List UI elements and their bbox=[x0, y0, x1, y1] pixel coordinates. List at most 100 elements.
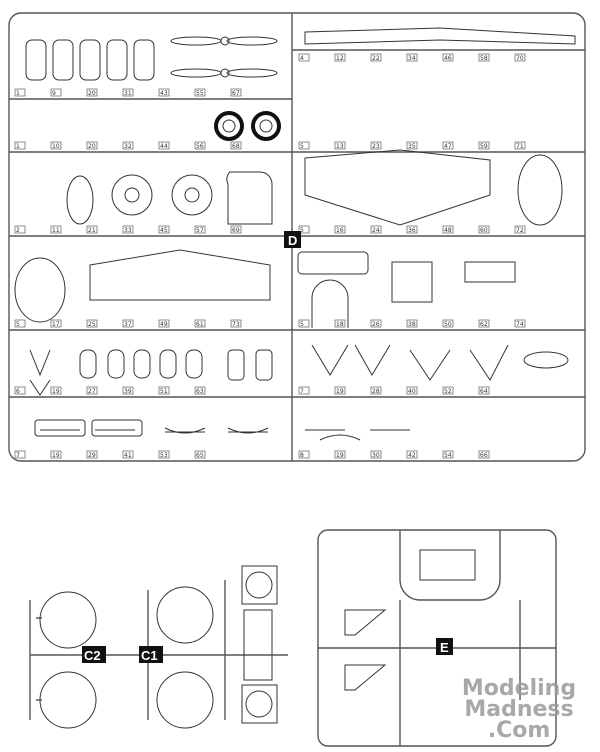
part-number: 17 bbox=[52, 321, 60, 328]
part-number: 42 bbox=[408, 452, 416, 459]
part-number: 44 bbox=[160, 143, 168, 150]
sprue-d-frame bbox=[8, 12, 586, 462]
part-number: 71 bbox=[516, 143, 524, 150]
part-number: 37 bbox=[124, 321, 132, 328]
part-number-box bbox=[334, 450, 346, 459]
part-number: 57 bbox=[196, 227, 204, 234]
part-number-box bbox=[122, 386, 134, 395]
part-number: 47 bbox=[444, 143, 452, 150]
part-number: 41 bbox=[124, 452, 132, 459]
part-number-box bbox=[86, 386, 98, 395]
part-number-box bbox=[334, 53, 346, 62]
part-number-box bbox=[334, 319, 346, 328]
part-number: 20 bbox=[88, 143, 96, 150]
part-number-box bbox=[370, 225, 382, 234]
part-number: 5 bbox=[300, 321, 304, 328]
engine-parts bbox=[111, 174, 213, 216]
part-number: 2 bbox=[16, 227, 20, 234]
part-number-box bbox=[478, 386, 490, 395]
part-number: 26 bbox=[372, 321, 380, 328]
part-number: 12 bbox=[336, 55, 344, 62]
watermark-logo: Modeling Madness .Com bbox=[444, 676, 594, 742]
part-number-box bbox=[194, 386, 206, 395]
part-number-box bbox=[122, 141, 134, 150]
part-number-box bbox=[14, 88, 26, 97]
part-number: 29 bbox=[88, 452, 96, 459]
part-number-box bbox=[370, 141, 382, 150]
svg-text:D: D bbox=[288, 233, 297, 248]
part-number-box bbox=[50, 88, 62, 97]
part-number-box bbox=[14, 386, 26, 395]
part-number-box bbox=[298, 141, 310, 150]
part-number-box bbox=[298, 53, 310, 62]
part-number: 62 bbox=[480, 321, 488, 328]
part-number-box bbox=[230, 225, 242, 234]
sprue-c2-tag: C2 bbox=[82, 646, 106, 663]
part-number-box bbox=[50, 319, 62, 328]
sprue-d-tag: D bbox=[284, 231, 301, 248]
part-number-box bbox=[478, 225, 490, 234]
part-number-box bbox=[86, 88, 98, 97]
part-number-box bbox=[442, 319, 454, 328]
part-number: 13 bbox=[336, 143, 344, 150]
part-number-box bbox=[50, 141, 62, 150]
part-number: 49 bbox=[160, 321, 168, 328]
part-number-box bbox=[14, 141, 26, 150]
part-number-box bbox=[406, 141, 418, 150]
part-number-box bbox=[194, 141, 206, 150]
part-number: 36 bbox=[408, 227, 416, 234]
part-number-box bbox=[14, 225, 26, 234]
part-number: 24 bbox=[372, 227, 380, 234]
part-number: 1 bbox=[16, 143, 20, 150]
seat-parts bbox=[25, 39, 155, 81]
part-number-box bbox=[86, 141, 98, 150]
part-number-box bbox=[230, 141, 242, 150]
part-number-box bbox=[230, 319, 242, 328]
part-number-box bbox=[14, 319, 26, 328]
part-number: 23 bbox=[372, 143, 380, 150]
part-number: 35 bbox=[408, 143, 416, 150]
part-number-box bbox=[194, 225, 206, 234]
part-number-box bbox=[230, 88, 242, 97]
part-number: 19 bbox=[336, 452, 344, 459]
part-number: 45 bbox=[160, 227, 168, 234]
part-number: 52 bbox=[444, 388, 452, 395]
part-number-box bbox=[478, 319, 490, 328]
part-number: 43 bbox=[160, 90, 168, 97]
part-number-box bbox=[298, 450, 310, 459]
part-number: 1 bbox=[16, 90, 20, 97]
propeller-parts bbox=[170, 36, 278, 78]
part-number: 5 bbox=[300, 143, 304, 150]
part-number-box bbox=[514, 141, 526, 150]
part-number: 16 bbox=[336, 227, 344, 234]
part-number: 33 bbox=[124, 227, 132, 234]
part-number-box bbox=[50, 386, 62, 395]
part-number: 21 bbox=[88, 227, 96, 234]
part-number-box bbox=[442, 141, 454, 150]
part-number-box bbox=[478, 450, 490, 459]
part-number-box bbox=[478, 141, 490, 150]
watermark-line1: Modeling bbox=[461, 676, 577, 701]
part-number-box bbox=[122, 450, 134, 459]
part-number: 22 bbox=[372, 55, 380, 62]
wheel-parts bbox=[214, 111, 281, 141]
watermark-line2: Madness bbox=[464, 697, 574, 722]
svg-text:E: E bbox=[440, 640, 449, 655]
part-number-box bbox=[334, 225, 346, 234]
sprue-c1-frame bbox=[147, 565, 288, 729]
part-number-box bbox=[158, 141, 170, 150]
svg-text:C2: C2 bbox=[84, 648, 101, 663]
part-number: 11 bbox=[52, 227, 60, 234]
part-number: 10 bbox=[52, 143, 60, 150]
part-number-box bbox=[194, 450, 206, 459]
part-number-box bbox=[406, 386, 418, 395]
part-number: 67 bbox=[232, 90, 240, 97]
part-number: 32 bbox=[124, 143, 132, 150]
part-number: 40 bbox=[408, 388, 416, 395]
part-number: 7 bbox=[16, 452, 20, 459]
part-number: 5 bbox=[300, 227, 304, 234]
part-number: 73 bbox=[232, 321, 240, 328]
part-number: 28 bbox=[372, 388, 380, 395]
part-number: 70 bbox=[516, 55, 524, 62]
sprue-d-parts bbox=[14, 27, 576, 441]
